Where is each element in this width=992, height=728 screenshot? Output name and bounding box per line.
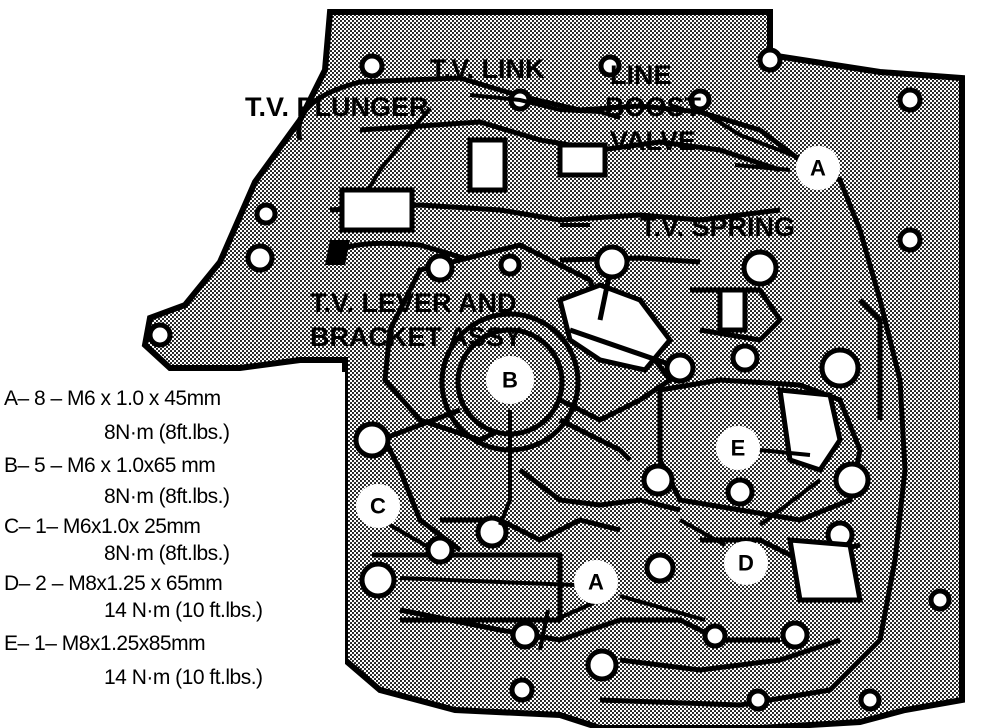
legend-b-torque: 8N·m (8ft.lbs.) bbox=[104, 485, 230, 508]
svg-text:E: E bbox=[731, 436, 746, 461]
label-tv-spring: T.V. SPRING bbox=[640, 212, 795, 242]
legend-d-torque: 14 N·m (10 ft.lbs.) bbox=[104, 599, 263, 622]
svg-text:B: B bbox=[502, 368, 518, 393]
svg-text:D: D bbox=[738, 551, 754, 576]
callouts: A B C E D A bbox=[356, 146, 840, 604]
callout-a-top: A bbox=[796, 146, 840, 190]
svg-text:A: A bbox=[588, 570, 604, 595]
part-labels: T.V. LINK LINE BOOST VALVE T.V. PLUNGER … bbox=[245, 54, 795, 352]
label-tv-link: T.V. LINK bbox=[430, 54, 545, 84]
label-line: LINE bbox=[610, 60, 672, 90]
legend-a-torque: 8N·m (8ft.lbs.) bbox=[104, 421, 230, 444]
legend: A– 8 – M6 x 1.0 x 45mm 8N·m (8ft.lbs.) B… bbox=[4, 387, 263, 689]
svg-text:A: A bbox=[810, 156, 826, 181]
legend-b-spec: B– 5 – M6 x 1.0x65 mm bbox=[4, 454, 215, 477]
legend-d-spec: D– 2 – M8x1.25 x 65mm bbox=[4, 572, 222, 595]
legend-a-spec: A– 8 – M6 x 1.0 x 45mm bbox=[4, 387, 221, 410]
bolt-spokes bbox=[379, 261, 681, 462]
callout-e: E bbox=[716, 426, 760, 470]
callout-a-bottom: A bbox=[574, 560, 618, 604]
label-bracket-assy: BRACKET ASSY bbox=[310, 322, 522, 352]
svg-text:C: C bbox=[370, 494, 386, 519]
legend-c-torque: 8N·m (8ft.lbs.) bbox=[104, 542, 230, 565]
callout-b: B bbox=[486, 356, 534, 404]
callout-c: C bbox=[356, 484, 400, 528]
tv-linkage bbox=[325, 137, 863, 603]
legend-c-spec: C– 1– M6x1.0x 25mm bbox=[4, 515, 200, 538]
callout-d: D bbox=[724, 541, 768, 585]
label-boost: BOOST bbox=[605, 92, 702, 122]
legend-e-spec: E– 1– M8x1.25x85mm bbox=[4, 632, 205, 655]
legend-e-torque: 14 N·m (10 ft.lbs.) bbox=[104, 666, 263, 689]
label-valve: VALVE bbox=[610, 126, 696, 156]
legend-panel bbox=[0, 372, 345, 710]
label-tv-plunger: T.V. PLUNGER bbox=[245, 92, 429, 122]
label-tv-lever: T.V. LEVER AND bbox=[310, 288, 517, 318]
bolt-holes bbox=[147, 47, 952, 712]
